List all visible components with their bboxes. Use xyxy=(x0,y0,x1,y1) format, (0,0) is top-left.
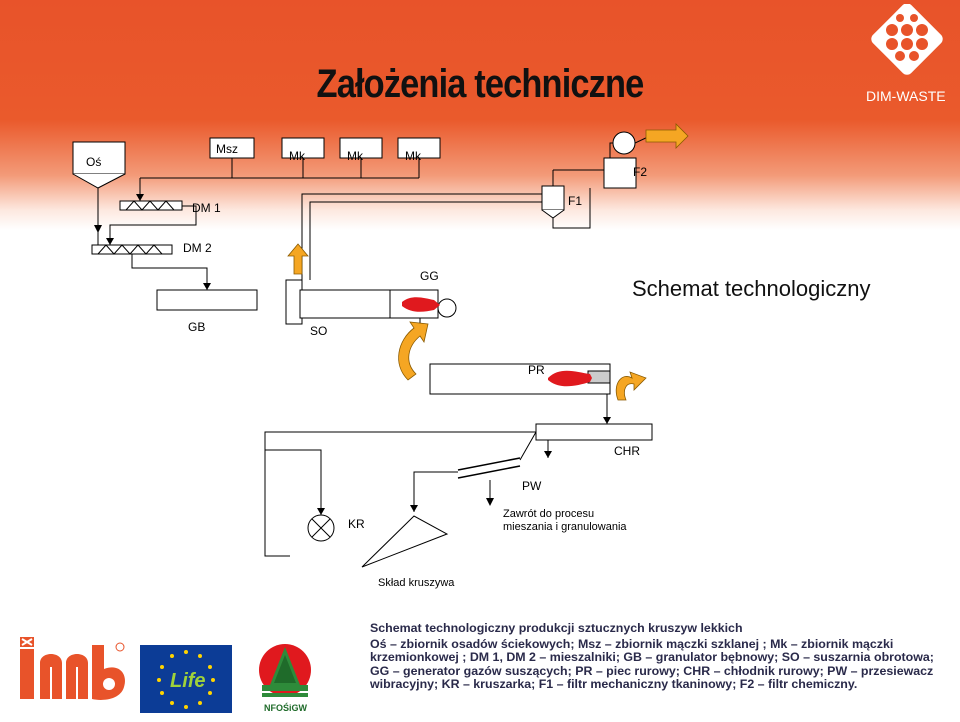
label-dm2: DM 2 xyxy=(183,241,212,255)
cooling-air-arrow-icon xyxy=(615,371,647,401)
label-f2: F2 xyxy=(633,165,647,179)
label-so: SO xyxy=(310,324,327,338)
label-dm1: DM 1 xyxy=(192,201,221,215)
pw-screen xyxy=(457,457,521,479)
label-os: Oś xyxy=(86,155,101,169)
label-sklad: Skład kruszywa xyxy=(378,577,455,589)
slide-title: Założenia techniczne xyxy=(316,62,645,106)
f2-fan xyxy=(612,131,636,155)
gas-curve-arrow-icon xyxy=(398,321,429,381)
pr-flame-icon xyxy=(548,370,592,387)
label-msz: Msz xyxy=(216,142,238,156)
label-kr: KR xyxy=(348,517,365,531)
svg-text:NFOŚiGW: NFOŚiGW xyxy=(264,702,308,713)
brand-name: DIM-WASTE xyxy=(866,88,946,104)
caption-body: Oś – zbiornik osadów ściekowych; Msz – z… xyxy=(370,636,934,691)
exhaust-arrow-icon xyxy=(645,123,689,149)
label-f1: F1 xyxy=(568,194,582,208)
imb-logo-icon xyxy=(20,637,126,700)
label-mk-2: Mk xyxy=(347,149,364,163)
label-pr: PR xyxy=(528,363,545,377)
schema-title: Schemat technologiczny xyxy=(632,276,871,301)
os-hopper xyxy=(72,173,126,189)
label-zwrot-2: mieszania i granulowania xyxy=(503,521,627,533)
label-gg: GG xyxy=(420,269,439,283)
f2-filter xyxy=(603,157,637,189)
gb-granulator xyxy=(156,289,258,311)
header-band xyxy=(0,0,960,230)
dm2-mixer xyxy=(91,244,173,255)
gg-burner xyxy=(437,298,457,318)
label-gb: GB xyxy=(188,320,205,334)
air-up-arrow-icon xyxy=(287,243,309,275)
f1-filter xyxy=(541,185,565,211)
diagram-caption: Schemat technologiczny produkcji sztuczn… xyxy=(370,621,950,692)
life-eu-logo-icon: Life xyxy=(140,645,232,713)
sponsor-logos: Life NFOŚiGW xyxy=(0,625,360,722)
label-zwrot-1: Zawrót do procesu xyxy=(503,508,594,520)
label-pw: PW xyxy=(522,479,542,493)
label-mk-1: Mk xyxy=(289,149,306,163)
chr-cooler xyxy=(535,423,653,441)
storage-pile xyxy=(361,515,449,568)
dim-waste-logo-icon xyxy=(862,3,952,93)
svg-text:Life: Life xyxy=(170,670,206,692)
gg-flame-icon xyxy=(402,297,440,312)
so-dryer xyxy=(299,289,391,319)
label-chr: CHR xyxy=(614,444,640,458)
label-mk-3: Mk xyxy=(405,149,422,163)
nfosigw-logo-icon: NFOŚiGW xyxy=(259,644,311,713)
caption-heading: Schemat technologiczny produkcji sztuczn… xyxy=(370,621,743,635)
process-diagram: Oś Msz Mk Mk Mk F2 F1 DM 1 DM 2 GG GB SO… xyxy=(72,123,689,589)
